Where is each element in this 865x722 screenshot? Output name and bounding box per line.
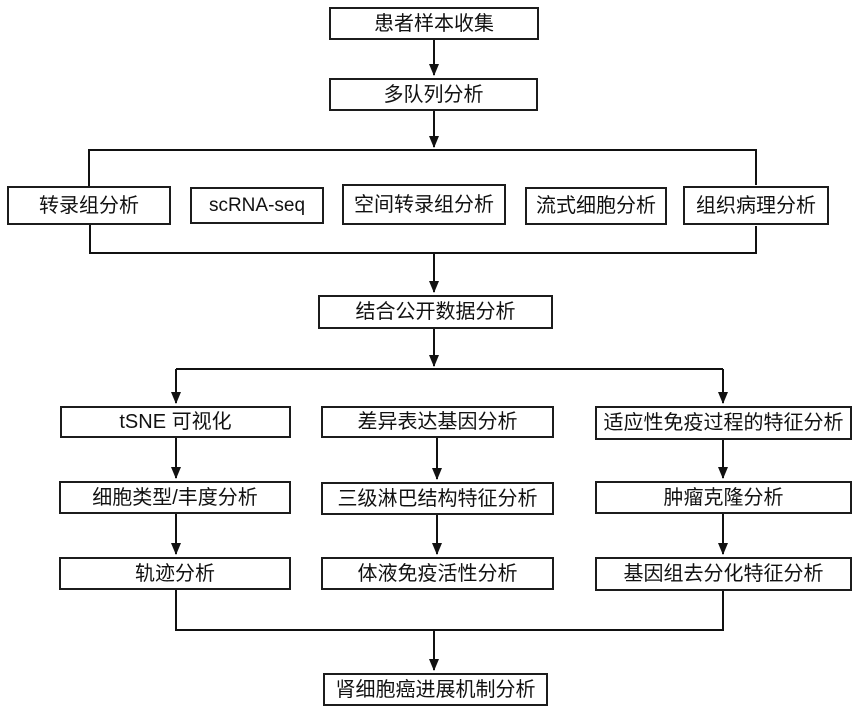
node-rcc-progression-mechanism-analysis: 肾细胞癌进展机制分析 <box>323 673 548 706</box>
node-differential-expression-analysis: 差异表达基因分析 <box>321 406 554 438</box>
node-label: 体液免疫活性分析 <box>357 562 518 585</box>
node-genomic-dedifferentiation-analysis: 基因组去分化特征分析 <box>595 557 852 591</box>
node-label: tSNE 可视化 <box>119 411 232 433</box>
node-label: 轨迹分析 <box>135 562 215 585</box>
node-scrna-seq: scRNA-seq <box>190 187 324 224</box>
node-flow-cytometry-analysis: 流式细胞分析 <box>525 187 667 225</box>
node-label: 适应性免疫过程的特征分析 <box>603 412 844 434</box>
node-humoral-immune-activity-analysis: 体液免疫活性分析 <box>321 557 554 590</box>
node-adaptive-immune-feature-analysis: 适应性免疫过程的特征分析 <box>595 406 852 440</box>
bus2-methods-collect <box>89 225 757 254</box>
node-tertiary-lymphoid-structure-analysis: 三级淋巴结构特征分析 <box>321 482 554 515</box>
node-multi-cohort-analysis: 多队列分析 <box>329 78 538 111</box>
node-label: 组织病理分析 <box>696 194 816 217</box>
node-label: 差异表达基因分析 <box>357 411 518 433</box>
node-label: 转录组分析 <box>39 194 139 217</box>
node-label: 结合公开数据分析 <box>355 301 516 323</box>
node-label: scRNA-seq <box>208 195 306 216</box>
node-transcriptome-analysis: 转录组分析 <box>7 186 171 225</box>
node-spatial-transcriptome-analysis: 空间转录组分析 <box>342 184 506 225</box>
bus4-bottom-collect <box>175 590 724 631</box>
node-label: 多队列分析 <box>383 83 484 106</box>
node-label: 患者样本收集 <box>374 12 494 35</box>
node-label: 肾细胞癌进展机制分析 <box>335 678 536 701</box>
node-label: 细胞类型/丰度分析 <box>92 486 258 509</box>
node-label: 肿瘤克隆分析 <box>663 486 784 509</box>
node-tumor-clone-analysis: 肿瘤克隆分析 <box>595 481 852 514</box>
node-cell-type-abundance-analysis: 细胞类型/丰度分析 <box>59 481 291 514</box>
node-label: 基因组去分化特征分析 <box>623 563 824 585</box>
node-histopathology-analysis: 组织病理分析 <box>683 186 829 225</box>
node-label: 三级淋巴结构特征分析 <box>337 487 538 510</box>
node-tsne-visualization: tSNE 可视化 <box>60 406 291 438</box>
node-public-data-integration: 结合公开数据分析 <box>318 295 553 329</box>
node-trajectory-analysis: 轨迹分析 <box>59 557 291 590</box>
node-patient-sample-collection: 患者样本收集 <box>329 7 539 40</box>
node-label: 空间转录组分析 <box>354 193 494 216</box>
bus1-top-distribution <box>88 149 757 186</box>
node-label: 流式细胞分析 <box>536 195 656 217</box>
